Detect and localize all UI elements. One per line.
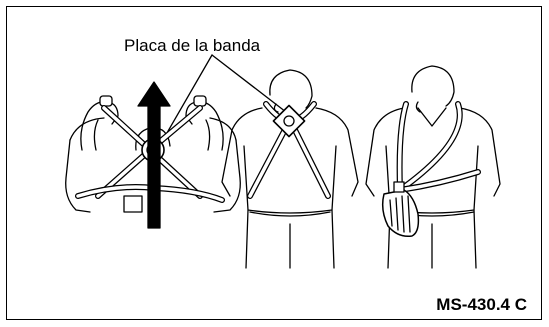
figure-1-adjusting-harness [65,81,241,229]
figure-code: MS-430.4 C [436,295,527,314]
caption-leader-lines [159,54,287,146]
figure-2-back-view-harness [221,69,359,269]
strap-plate-caption: Placa de la banda [124,36,261,55]
figure-3-front-view-harness [365,65,501,269]
figure-frame [6,6,542,320]
